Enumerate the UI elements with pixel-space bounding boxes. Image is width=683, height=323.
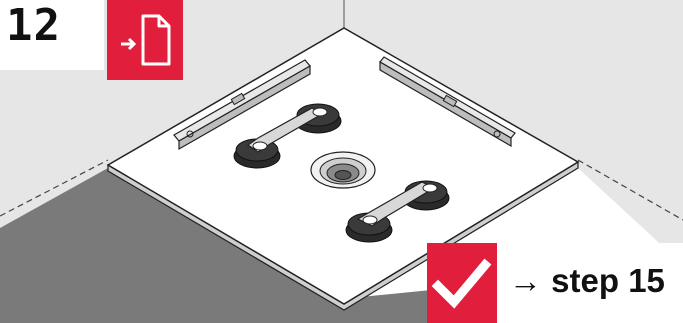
wall-joint-left [0, 159, 109, 217]
confirmation-badge [427, 243, 497, 323]
wall-joint-right [577, 159, 683, 221]
suction-lifter-right [345, 180, 450, 243]
next-step-label: → step 15 [509, 262, 665, 299]
spirit-level-left [173, 59, 311, 151]
step-number: 12 [0, 0, 104, 70]
drain [310, 151, 376, 189]
document-reference-badge [107, 0, 183, 80]
suction-lifter-left [233, 103, 342, 169]
next-step-box: → step 15 [497, 243, 683, 323]
spirit-level-right [379, 56, 516, 148]
checkmark-icon [431, 258, 492, 309]
back-wall-right [344, 0, 683, 265]
arrow-to-document-icon [121, 14, 171, 66]
